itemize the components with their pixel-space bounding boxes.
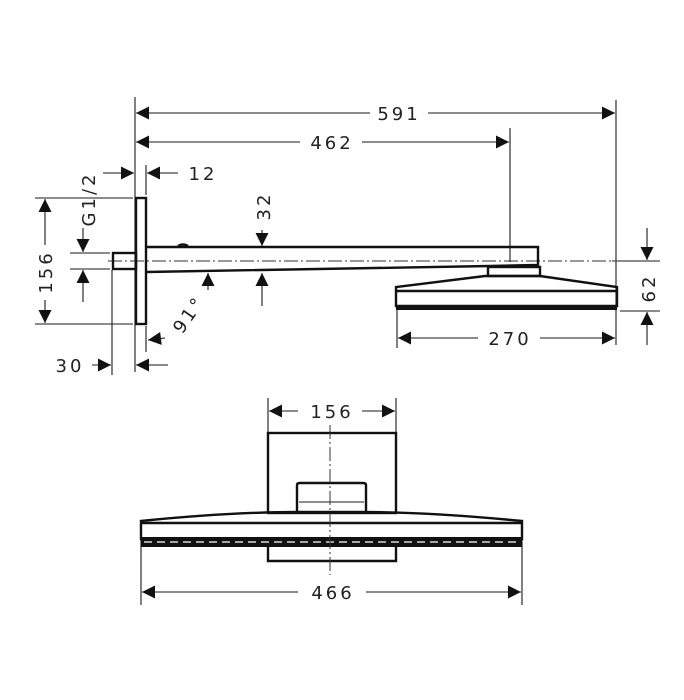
dimension-plate-height: 156	[36, 250, 57, 293]
angle-arrow	[147, 332, 166, 345]
side-view: 591 462 12 G1/2 156 32 91° 30 62	[35, 97, 660, 377]
dimension-overall-length: 591	[377, 104, 420, 125]
shower-head-front	[139, 510, 524, 541]
head-connector-front	[295, 481, 368, 512]
dimension-stub-length: 30	[56, 356, 85, 377]
wall-plate-front	[266, 431, 398, 515]
shower-arm	[145, 245, 540, 274]
dimension-angle: 91°	[169, 292, 210, 338]
dimension-head-width: 466	[311, 583, 354, 604]
thread-label: G1/2	[79, 172, 100, 227]
thread-stub	[111, 251, 138, 271]
front-view: 156 466	[139, 398, 524, 605]
dimension-arm-height: 32	[254, 192, 275, 221]
dimension-plate-width: 156	[310, 402, 353, 423]
dimension-head-depth: 270	[488, 329, 531, 350]
head-connector	[486, 265, 542, 278]
nozzle-plate	[396, 305, 617, 310]
lower-housing	[266, 547, 398, 563]
dimension-plate-thickness: 12	[189, 164, 218, 185]
arm-bump	[177, 243, 189, 248]
dimension-arm-length: 462	[310, 133, 353, 154]
dimension-head-height: 62	[639, 274, 660, 303]
